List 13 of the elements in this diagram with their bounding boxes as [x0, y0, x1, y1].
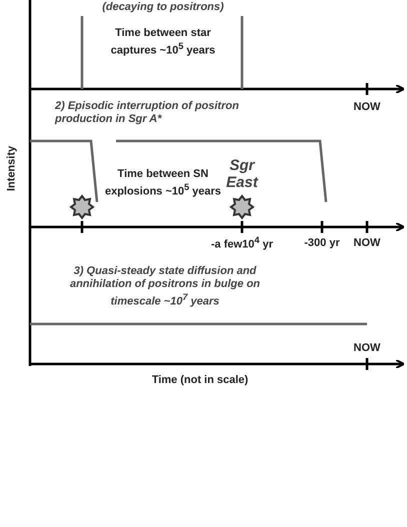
interval-note: Time between SN explosions ~10$^{5}$ years	[104, 168, 222, 199]
now-label: NOW	[352, 101, 382, 114]
panel-heading: 2) Episodic interruption of positron production in Sgr A*	[55, 100, 240, 126]
panel-heading: (decaying to positrons)	[101, 1, 225, 14]
panel-heading: 3) Quasi-steady state diffusion and annihilation of positrons in bulge on timescale ~10$^{7}$ years	[68, 265, 262, 309]
tick-label: -300 yr	[303, 237, 341, 250]
axis-title: Intensity	[6, 144, 18, 194]
source-name: Sgr East	[225, 157, 260, 191]
now-label: NOW	[352, 237, 382, 250]
interval-note: Time between star captures ~10$^{5}$ years	[110, 27, 216, 58]
now-label: NOW	[352, 342, 382, 355]
tick-label: -a few10$^{4}$ yr	[210, 234, 274, 252]
axis-title: Time (not in scale)	[150, 374, 250, 387]
